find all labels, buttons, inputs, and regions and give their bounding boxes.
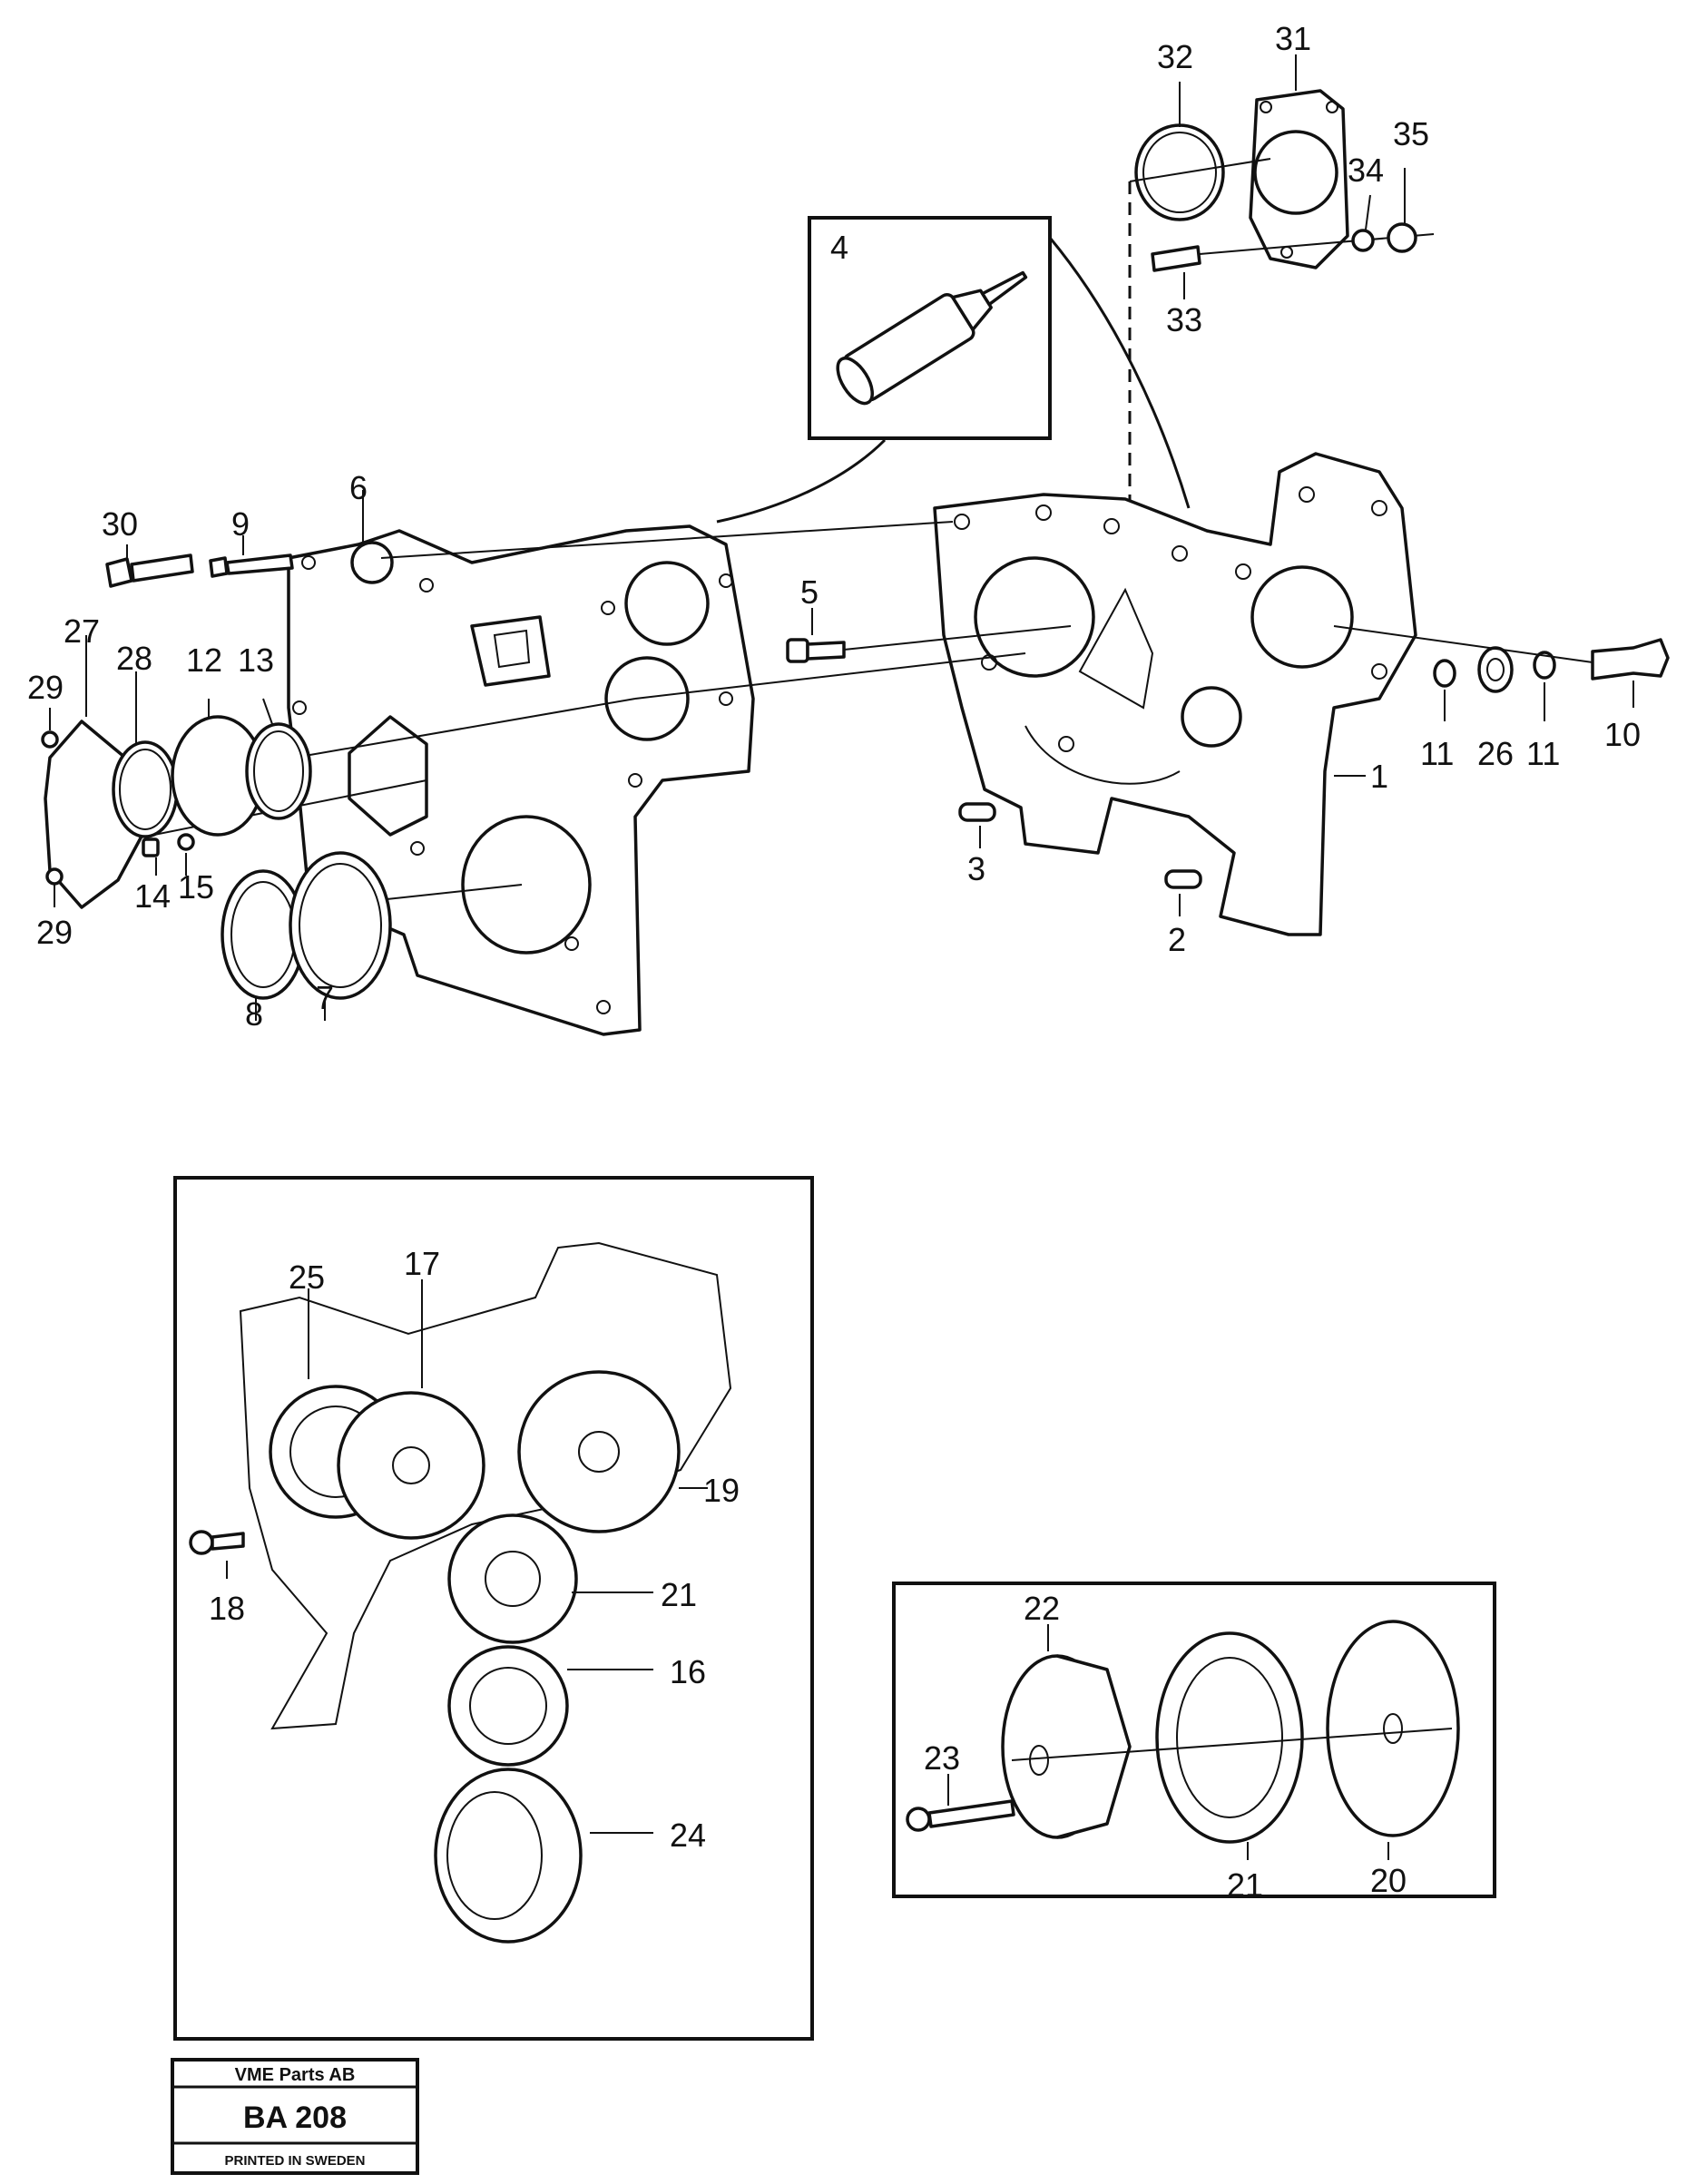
front-seals bbox=[221, 851, 392, 1021]
callout-12: 12 bbox=[186, 641, 222, 679]
sealant-inset bbox=[716, 216, 1191, 524]
left-bolts bbox=[105, 535, 294, 588]
callout-13: 13 bbox=[238, 641, 274, 679]
diagram-code: BA 208 bbox=[243, 2101, 347, 2135]
callout-34: 34 bbox=[1348, 152, 1384, 189]
title-block: VME Parts AB BA 208 PRINTED IN SWEDEN bbox=[171, 2058, 419, 2175]
callout-1: 1 bbox=[1370, 758, 1388, 795]
left-cap-group bbox=[41, 635, 312, 909]
callout-14: 14 bbox=[134, 877, 171, 915]
callout-10: 10 bbox=[1604, 716, 1641, 753]
callout-29a: 29 bbox=[27, 669, 64, 706]
callout-25: 25 bbox=[289, 1258, 325, 1296]
callout-21a: 21 bbox=[661, 1576, 697, 1613]
callout-4: 4 bbox=[830, 229, 848, 266]
callout-22: 22 bbox=[1024, 1590, 1060, 1627]
callout-32: 32 bbox=[1157, 38, 1193, 75]
callout-27: 27 bbox=[64, 612, 100, 650]
gear-train-inset bbox=[173, 1176, 814, 2041]
callout-11a: 11 bbox=[1420, 735, 1454, 772]
callout-16: 16 bbox=[670, 1653, 706, 1690]
callout-28: 28 bbox=[116, 640, 152, 677]
callout-30: 30 bbox=[102, 505, 138, 543]
callout-8: 8 bbox=[245, 995, 263, 1033]
callout-6: 6 bbox=[349, 469, 368, 506]
callout-33: 33 bbox=[1166, 301, 1202, 338]
callout-labels: 1 2 3 4 5 6 7 8 9 10 11 26 11 12 13 14 1… bbox=[27, 20, 1641, 1904]
callout-17: 17 bbox=[404, 1245, 440, 1282]
callout-15: 15 bbox=[178, 868, 214, 906]
callout-24: 24 bbox=[670, 1817, 706, 1854]
callout-26: 26 bbox=[1477, 735, 1514, 772]
callout-18: 18 bbox=[209, 1590, 245, 1627]
printed-in: PRINTED IN SWEDEN bbox=[224, 2153, 365, 2169]
callout-5: 5 bbox=[800, 573, 819, 611]
callout-31: 31 bbox=[1275, 20, 1311, 57]
callout-23: 23 bbox=[924, 1739, 960, 1777]
timing-cover bbox=[287, 490, 755, 1036]
callout-2: 2 bbox=[1168, 921, 1186, 958]
callout-20: 20 bbox=[1370, 1862, 1407, 1899]
callout-35: 35 bbox=[1393, 115, 1429, 152]
bolt-5 bbox=[786, 608, 1072, 663]
flange-group bbox=[1128, 54, 1435, 535]
callout-21b: 21 bbox=[1227, 1866, 1263, 1904]
company-name: VME Parts AB bbox=[235, 2065, 356, 2085]
crank-gear-inset bbox=[892, 1582, 1496, 1898]
callout-11b: 11 bbox=[1526, 735, 1560, 772]
callout-7: 7 bbox=[316, 979, 334, 1016]
callout-3: 3 bbox=[967, 850, 985, 887]
callout-9: 9 bbox=[231, 505, 250, 543]
right-seals bbox=[1333, 625, 1670, 721]
callout-29b: 29 bbox=[36, 914, 73, 951]
callout-19: 19 bbox=[703, 1472, 740, 1509]
timing-housing bbox=[933, 452, 1417, 936]
